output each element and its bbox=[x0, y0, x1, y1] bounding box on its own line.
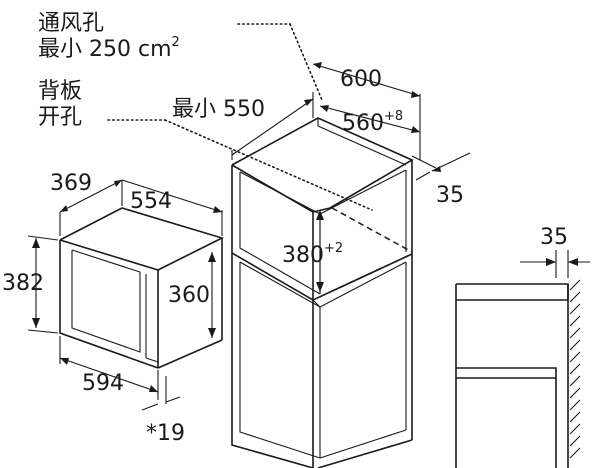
leader-lines bbox=[107, 23, 373, 211]
microwave bbox=[27, 179, 225, 411]
dim-380: 380+2 bbox=[282, 241, 343, 268]
dim-600: 600 bbox=[340, 67, 382, 92]
side-section bbox=[455, 250, 590, 468]
dim-554: 554 bbox=[130, 189, 172, 214]
dim-382: 382 bbox=[2, 271, 44, 296]
dim-560: 560+8 bbox=[342, 109, 403, 136]
wall-hatching bbox=[569, 279, 581, 459]
dim-19: *19 bbox=[146, 421, 185, 446]
vent-title: 通风孔 bbox=[38, 11, 104, 36]
back-panel-line2: 开孔 bbox=[38, 105, 82, 130]
dim-594: 594 bbox=[82, 371, 124, 396]
dim-369: 369 bbox=[50, 171, 92, 196]
cabinet-dimensions bbox=[231, 62, 471, 292]
vent-min-area: 最小 250 cm2 bbox=[38, 35, 180, 62]
tall-cabinet bbox=[231, 117, 414, 468]
back-panel-line1: 背板 bbox=[38, 79, 82, 104]
dim-35-side: 35 bbox=[540, 225, 568, 250]
min-depth-label: 最小 550 bbox=[172, 97, 265, 122]
dim-360: 360 bbox=[168, 283, 210, 308]
text-labels: 通风孔 最小 250 cm2 背板 开孔 最小 550 600 560+8 35… bbox=[2, 11, 568, 446]
dim-35-top: 35 bbox=[436, 183, 464, 208]
